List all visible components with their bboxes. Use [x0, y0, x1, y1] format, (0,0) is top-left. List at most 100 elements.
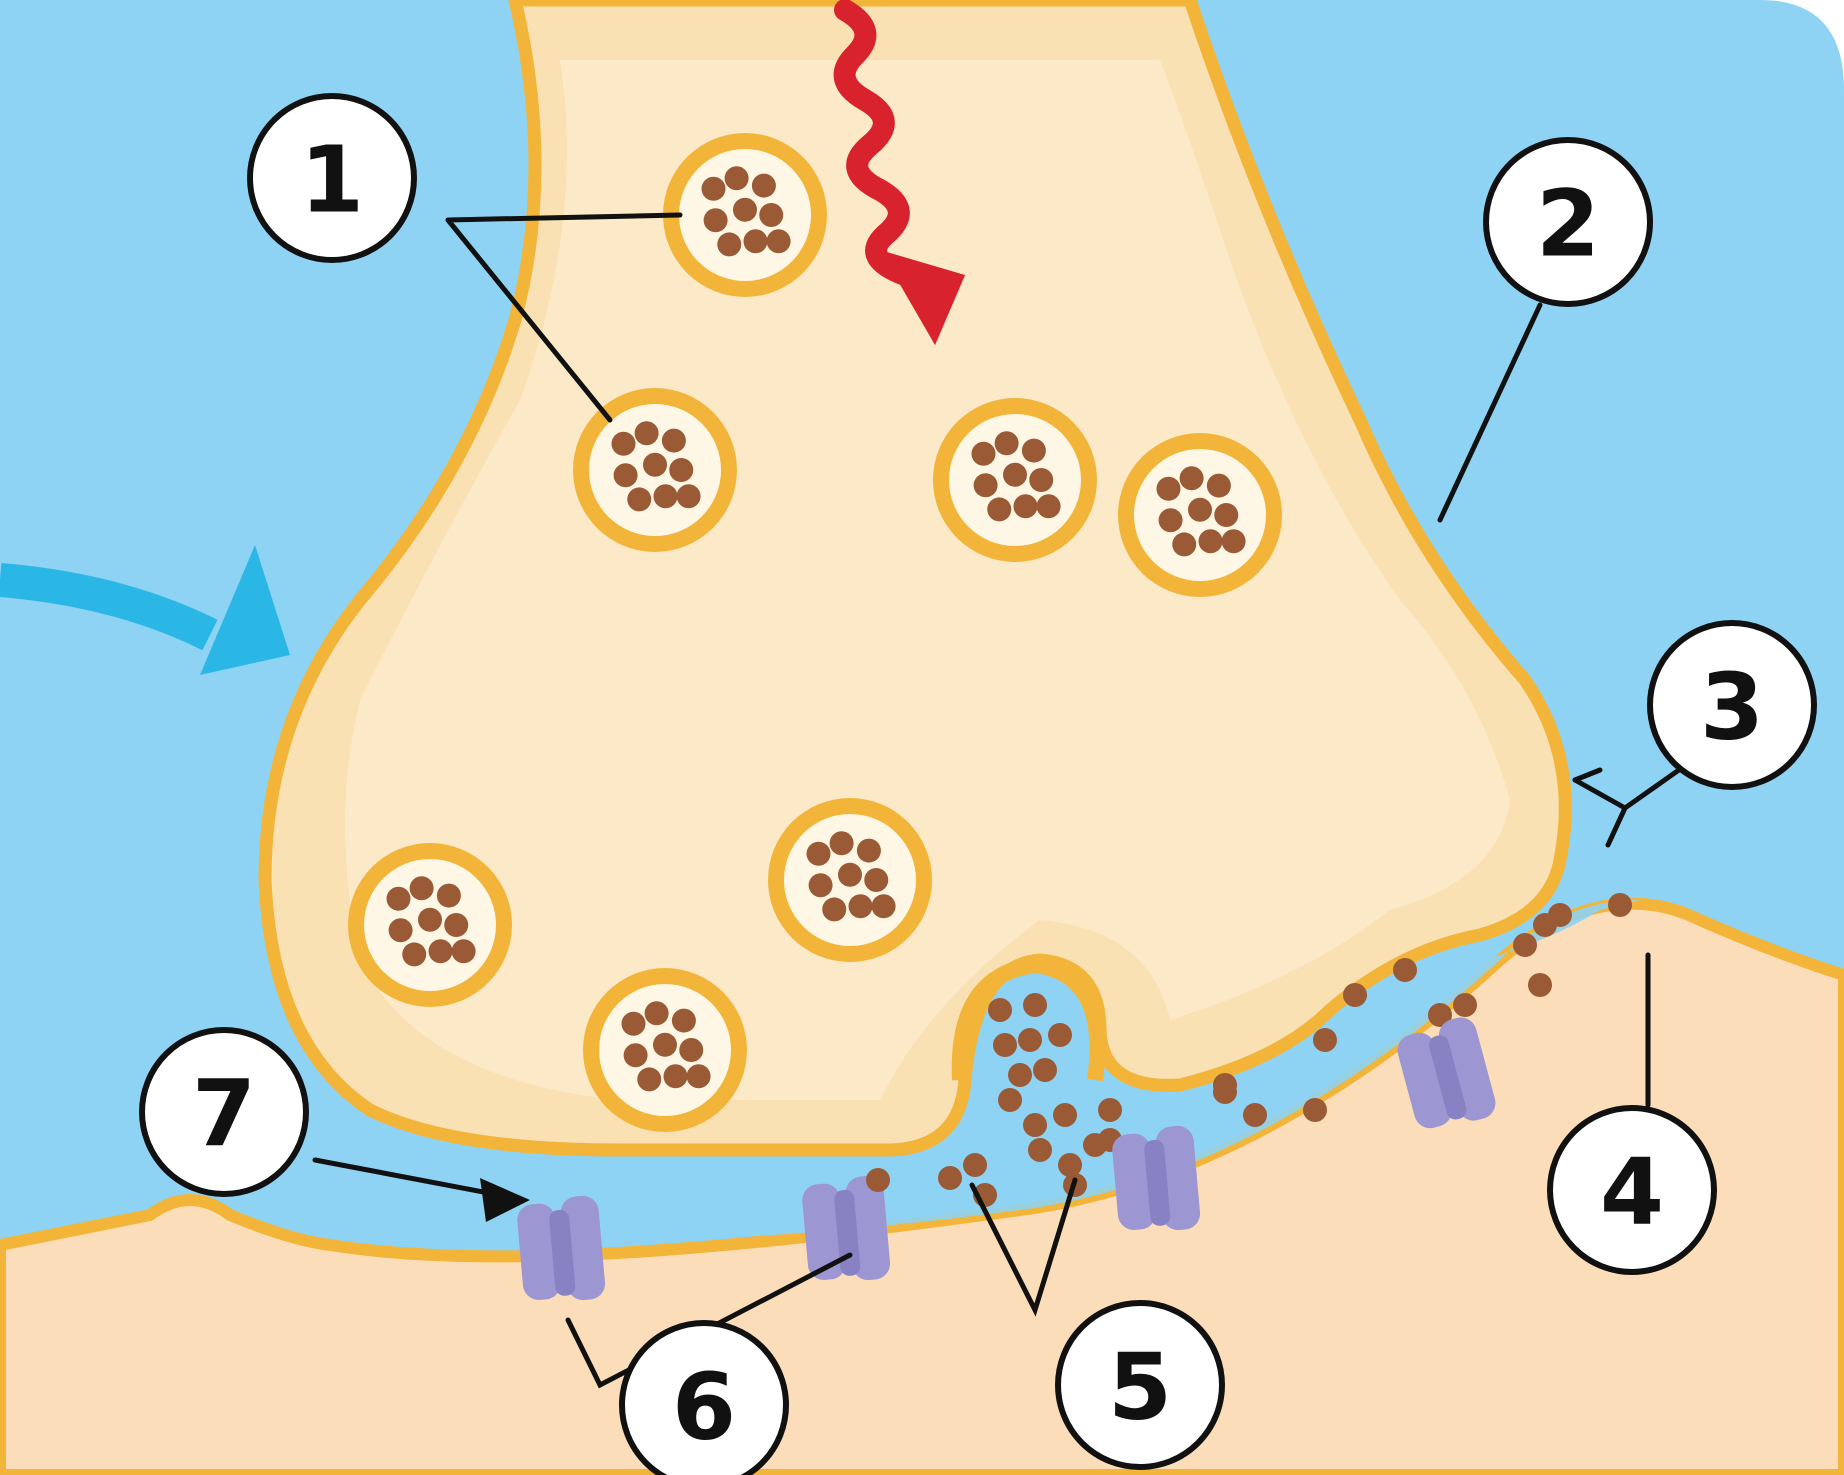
neurotransmitter-molecule	[808, 873, 833, 898]
label-number: 2	[1536, 171, 1600, 278]
neurotransmitter-molecule	[871, 894, 896, 919]
neurotransmitter-molecule	[759, 203, 784, 227]
leader-3-bracket-top	[1572, 767, 1603, 783]
neurotransmitter-molecule	[971, 441, 996, 466]
label-2: 2	[1483, 137, 1653, 307]
neurotransmitter-molecule	[1453, 993, 1477, 1017]
leader-7	[312, 1157, 518, 1201]
label-circle	[1647, 620, 1817, 790]
neurotransmitter-molecule	[653, 484, 678, 509]
neurotransmitter-molecule	[938, 1166, 962, 1190]
neurotransmitter-molecule	[1021, 438, 1046, 463]
label-5: 5	[1055, 1300, 1225, 1470]
neurotransmitter-molecule	[1206, 473, 1231, 498]
neurotransmitter-molecule	[1393, 958, 1417, 982]
synaptic-vesicles	[348, 133, 1282, 1132]
neurotransmitter-molecule	[1528, 973, 1552, 997]
neurotransmitter-molecule	[822, 897, 847, 922]
leader-1	[445, 212, 683, 423]
label-circle	[1055, 1300, 1225, 1470]
vesicle	[1118, 433, 1282, 597]
neurotransmitter-molecule	[1156, 476, 1181, 501]
label-circle	[619, 1320, 789, 1475]
neurotransmitter-molecule	[1313, 1028, 1337, 1052]
neurotransmitter-molecule	[1243, 1103, 1267, 1127]
label-1: 1	[247, 93, 417, 263]
vesicle	[768, 798, 932, 962]
neurotransmitter-molecule	[613, 463, 638, 488]
neurotransmitter-molecule	[1428, 1003, 1452, 1027]
leader-6	[565, 1252, 853, 1389]
neurotransmitter-molecule	[724, 166, 749, 191]
neurotransmitter-molecule	[444, 913, 469, 937]
neurotransmitter-molecule	[703, 208, 728, 233]
neurotransmitter-molecule	[717, 232, 742, 257]
neurotransmitter-molecule	[1018, 1028, 1042, 1052]
neurotransmitter-molecule	[848, 894, 873, 919]
leader-lines	[312, 212, 1703, 1389]
terminal-inner-highlight	[345, 60, 1510, 1100]
neurotransmitter-molecule	[1053, 1103, 1077, 1127]
vesicle	[583, 968, 747, 1132]
neurotransmitter-molecule	[838, 862, 862, 887]
neurotransmitter-molecule	[1029, 468, 1054, 492]
red-wavy-arrow-icon	[833, 0, 965, 345]
neurotransmitter-molecule	[451, 939, 476, 964]
neurotransmitter-molecule	[1028, 1138, 1052, 1162]
label-6: 6	[619, 1320, 789, 1475]
neurotransmitter-molecule	[402, 942, 427, 967]
receptor	[802, 1175, 891, 1281]
neurotransmitter-molecule	[436, 883, 461, 908]
receptor	[1397, 1017, 1496, 1129]
synaptic-cleft	[560, 900, 1640, 1241]
neurotransmitter-molecule	[963, 1153, 987, 1177]
neurotransmitter-molecule	[1214, 503, 1239, 527]
neurotransmitter-molecule	[1036, 494, 1061, 519]
leader-7-arrowhead	[480, 1178, 530, 1222]
neurotransmitter-molecule	[1213, 1073, 1237, 1097]
label-number: 5	[1108, 1334, 1172, 1441]
neurotransmitter-molecule	[671, 1008, 696, 1033]
neurotransmitter-molecule	[686, 1064, 711, 1089]
neurotransmitter-molecule	[1058, 1153, 1082, 1177]
label-circle	[1547, 1105, 1717, 1275]
neurotransmitter-molecule	[388, 918, 413, 943]
neurotransmitter-molecule	[409, 876, 434, 901]
receptor	[1112, 1125, 1201, 1231]
neurotransmitter-molecule	[1048, 1023, 1072, 1047]
leader-5	[969, 1177, 1078, 1317]
neurotransmitter-molecule	[1098, 1098, 1122, 1122]
neurotransmitter-molecule	[988, 998, 1012, 1022]
label-4: 4	[1547, 1105, 1717, 1275]
receptor-proteins	[517, 1017, 1496, 1301]
neurotransmitter-molecule	[993, 1033, 1017, 1057]
neurotransmitter-molecule	[751, 173, 776, 198]
neurotransmitter-molecule	[994, 431, 1019, 456]
neurotransmitter-molecule	[653, 1032, 677, 1057]
neurotransmitter-molecule	[669, 458, 694, 482]
neurotransmitter-molecule	[1343, 983, 1367, 1007]
neurotransmitter-molecule	[663, 1064, 688, 1089]
neurotransmitter-molecule	[1003, 462, 1027, 487]
neurotransmitter-molecule	[1023, 993, 1047, 1017]
neurotransmitter-molecule	[1188, 497, 1212, 522]
fusing-vesicle	[951, 956, 1106, 1087]
neurotransmitter-molecule	[644, 1001, 669, 1026]
neurotransmitter-molecule	[1513, 933, 1537, 957]
neurotransmitter-molecule	[1608, 893, 1632, 917]
neurotransmitter-molecule	[1008, 1063, 1032, 1087]
neurotransmitter-molecule	[634, 421, 659, 446]
label-7: 7	[139, 1027, 309, 1197]
neurotransmitter-molecule	[766, 229, 791, 254]
neurotransmitter-molecule	[1033, 1058, 1057, 1082]
label-number: 1	[300, 127, 364, 234]
neurotransmitter-molecule	[701, 176, 726, 201]
neurotransmitter-molecule	[627, 487, 652, 512]
neurotransmitter-molecule	[1303, 1098, 1327, 1122]
neurotransmitter-molecule	[973, 473, 998, 498]
neurotransmitter-molecule	[621, 1011, 646, 1036]
label-number: 6	[672, 1354, 736, 1461]
label-number: 7	[192, 1061, 256, 1168]
